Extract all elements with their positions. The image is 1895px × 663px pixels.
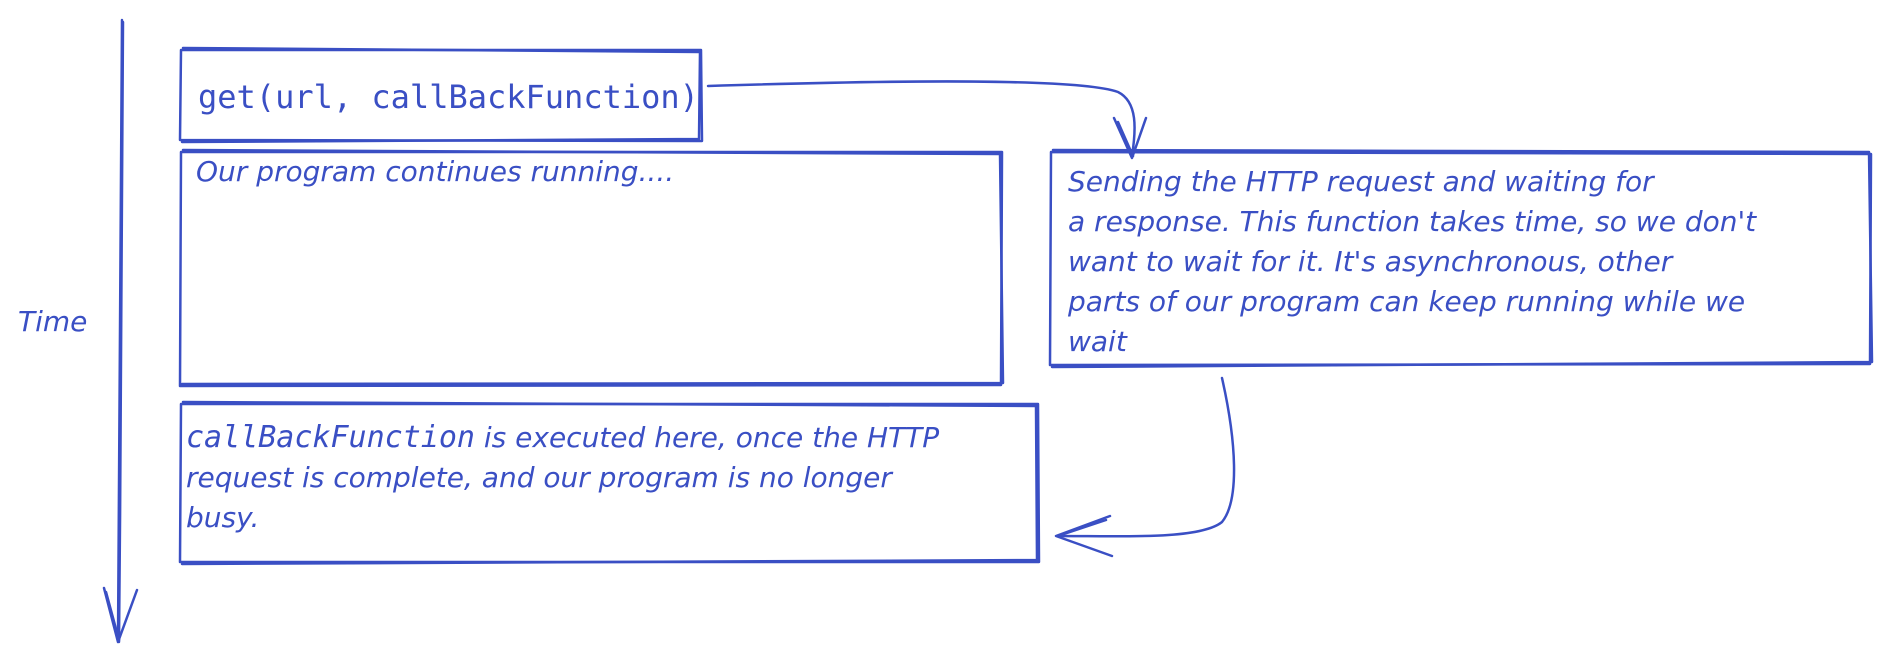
callback-text-line: busy. [186, 501, 260, 534]
http-request-text: Sending the HTTP request and waiting for… [1068, 162, 1756, 362]
http-text-line: a response. This function takes time, so… [1068, 205, 1757, 238]
callback-box [178, 400, 1041, 566]
http-text-line: want to wait for it. It's asynchronous, … [1068, 245, 1673, 278]
http-text-line: parts of our program can keep running wh… [1068, 285, 1746, 318]
callback-return-arrow [1054, 376, 1236, 558]
callback-line1-rest: is executed here, once the HTTP [474, 421, 940, 454]
callback-function-code: callBackFunction [186, 420, 475, 455]
call-box [178, 46, 704, 144]
http-box [1048, 148, 1874, 369]
call-code-text: get(url, callBackFunction) [198, 78, 699, 116]
callback-text-line: request is complete, and our program is … [186, 461, 892, 494]
continues-box [178, 148, 1005, 388]
callback-executed-text: callBackFunction is executed here, once … [186, 418, 939, 538]
time-axis-label: Time [18, 305, 88, 338]
callback-text-line: callBackFunction is executed here, once … [186, 418, 939, 458]
async-call-arrow [706, 80, 1148, 160]
continues-running-text: Our program continues running.... [196, 155, 675, 188]
time-axis-arrow [102, 18, 139, 644]
http-text-line: Sending the HTTP request and waiting for [1068, 165, 1654, 198]
http-text-line: wait [1068, 325, 1127, 358]
